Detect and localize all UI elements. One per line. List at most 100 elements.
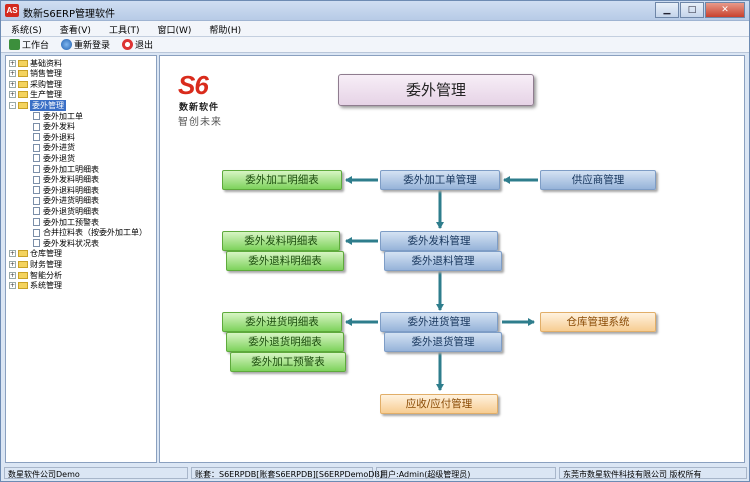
tree-item-label: 委外退料 (43, 132, 75, 142)
maximize-icon[interactable]: □ (680, 2, 704, 18)
tree-item-label: 委外进货明细表 (43, 196, 99, 206)
document-icon (33, 165, 40, 173)
status-bar: 数星软件公司Demo 账套：S6ERPDB[账套S6ERPDB][S6ERPDe… (1, 465, 749, 481)
receipt-detail-report-node[interactable]: 委外进货明细表 (222, 312, 342, 332)
menu-system[interactable]: 系统(S) (11, 26, 42, 36)
tree-item-function[interactable]: 委外加工预警表 (33, 217, 99, 227)
tree-item-function[interactable]: 委外发料状况表 (33, 238, 99, 248)
menu-tools[interactable]: 工具(T) (108, 26, 140, 36)
workbench-button[interactable]: 工作台 (1, 38, 53, 51)
folder-icon (18, 59, 28, 67)
tree-item-module[interactable]: +销售管理 (9, 69, 62, 79)
tree-item-label: 委外管理 (30, 99, 66, 111)
tree-item-module[interactable]: +智能分析 (9, 270, 62, 280)
document-icon (33, 175, 40, 184)
document-icon (33, 196, 40, 205)
title-bar[interactable]: AS 数新S6ERP管理软件 ▁ □ ✕ (1, 1, 749, 21)
tree-item-function[interactable]: 委外加工明细表 (33, 164, 99, 174)
status-user: 用户:Admin(超级管理员) (376, 467, 556, 479)
tree-item-function[interactable]: 委外退料 (33, 132, 75, 142)
expand-icon[interactable]: + (9, 250, 16, 258)
expand-icon[interactable]: + (9, 91, 16, 99)
tree-item-label: 仓库管理 (30, 249, 62, 259)
supplier-mgmt-node[interactable]: 供应商管理 (540, 170, 656, 190)
folder-icon (18, 260, 28, 268)
document-icon (33, 143, 40, 152)
status-copyright: 东莞市数星软件科技有限公司 版权所有 (559, 467, 747, 479)
tree-item-function[interactable]: 委外进货明细表 (33, 196, 99, 206)
expand-icon[interactable]: + (9, 260, 16, 268)
tree-item-label: 采购管理 (30, 79, 62, 89)
return-goods-mgmt-node[interactable]: 委外退货管理 (384, 332, 502, 352)
expand-icon[interactable]: + (9, 282, 16, 290)
status-company: 数星软件公司Demo (4, 467, 188, 479)
folder-icon (18, 282, 28, 290)
tree-item-function[interactable]: 委外进货 (33, 143, 75, 153)
tree-item-module[interactable]: +财务管理 (9, 259, 62, 269)
tree-item-module[interactable]: + 生产管理 (9, 90, 62, 100)
tree-item-module[interactable]: - 委外管理 (9, 99, 66, 111)
return-goods-detail-report-node[interactable]: 委外退货明细表 (226, 332, 344, 352)
tree-item-function[interactable]: 委外发料 (33, 122, 75, 132)
issue-detail-report-node[interactable]: 委外发料明细表 (222, 231, 340, 251)
ar-ap-mgmt-node[interactable]: 应收/应付管理 (380, 394, 498, 414)
tree-item-label: 委外发料 (43, 122, 75, 132)
tree-item-function[interactable]: 委外退料明细表 (33, 185, 99, 195)
outsource-detail-report-node[interactable]: 委外加工明细表 (222, 170, 342, 190)
return-material-detail-report-node[interactable]: 委外退料明细表 (226, 251, 344, 271)
outsource-order-mgmt-node[interactable]: 委外加工单管理 (380, 170, 500, 190)
close-icon[interactable]: ✕ (705, 2, 745, 18)
warehouse-system-node[interactable]: 仓库管理系统 (540, 312, 656, 332)
app-logo-icon: AS (5, 4, 19, 17)
tree-item-label: 生产管理 (30, 90, 62, 100)
document-icon (33, 218, 40, 226)
return-material-mgmt-node[interactable]: 委外退料管理 (384, 251, 502, 271)
tree-item-label: 委外退料明细表 (43, 185, 99, 195)
document-icon (33, 122, 40, 131)
tree-item-label: 委外加工明细表 (43, 164, 99, 174)
tree-item-label: 基础资料 (30, 58, 62, 68)
tree-item-function[interactable]: 委外发料明细表 (33, 175, 99, 185)
exit-button[interactable]: 退出 (114, 38, 157, 51)
folder-icon (18, 80, 28, 88)
tree-item-label: 委外加工预警表 (43, 217, 99, 227)
tree-item-function[interactable]: 委外退货 (33, 153, 75, 163)
tree-item-label: 合并拉料表（按委外加工单） (43, 228, 147, 238)
outsource-warning-report-node[interactable]: 委外加工预警表 (230, 352, 346, 372)
receipt-mgmt-node[interactable]: 委外进货管理 (380, 312, 498, 332)
tree-item-label: 委外发料明细表 (43, 175, 99, 185)
relogin-button[interactable]: 重新登录 (53, 38, 114, 51)
document-icon (33, 112, 40, 120)
workbench-label: 工作台 (22, 41, 50, 51)
expand-icon[interactable]: + (9, 59, 16, 67)
minimize-icon[interactable]: ▁ (655, 2, 679, 18)
expand-icon[interactable]: + (9, 271, 16, 279)
menu-bar: 系统(S) 查看(V) 工具(T) 窗口(W) 帮助(H) (1, 21, 749, 37)
tree-item-function[interactable]: 委外退货明细表 (33, 206, 99, 216)
tree-item-label: 系统管理 (30, 281, 62, 291)
tree-item-module[interactable]: + 仓库管理 (9, 249, 62, 259)
tree-item-label: 委外进货 (43, 143, 75, 153)
issue-mgmt-node[interactable]: 委外发料管理 (380, 231, 498, 251)
menu-window[interactable]: 窗口(W) (157, 26, 192, 36)
expand-icon[interactable]: + (9, 80, 16, 88)
expand-icon[interactable]: + (9, 70, 16, 78)
toolbar: 工作台 重新登录 退出 (1, 37, 749, 53)
tree-item-module[interactable]: + 采购管理 (9, 79, 62, 89)
tree-item-module[interactable]: + 系统管理 (9, 281, 62, 291)
exit-label: 退出 (135, 41, 154, 51)
window-title: 数新S6ERP管理软件 (23, 9, 116, 20)
workbench-icon (9, 39, 20, 50)
document-icon (33, 133, 40, 142)
tree-item-module[interactable]: + 基础资料 (9, 58, 62, 68)
page-title: 委外管理 (338, 74, 534, 106)
document-icon (33, 239, 40, 248)
document-icon (33, 228, 40, 237)
menu-view[interactable]: 查看(V) (59, 26, 91, 36)
menu-help[interactable]: 帮助(H) (209, 26, 242, 36)
tree-item-function[interactable]: 合并拉料表（按委外加工单） (33, 228, 147, 238)
window-controls: ▁ □ ✕ (654, 2, 745, 19)
tree-item-function[interactable]: 委外加工单 (33, 111, 83, 121)
relogin-label: 重新登录 (74, 41, 111, 51)
collapse-icon[interactable]: - (9, 101, 16, 109)
